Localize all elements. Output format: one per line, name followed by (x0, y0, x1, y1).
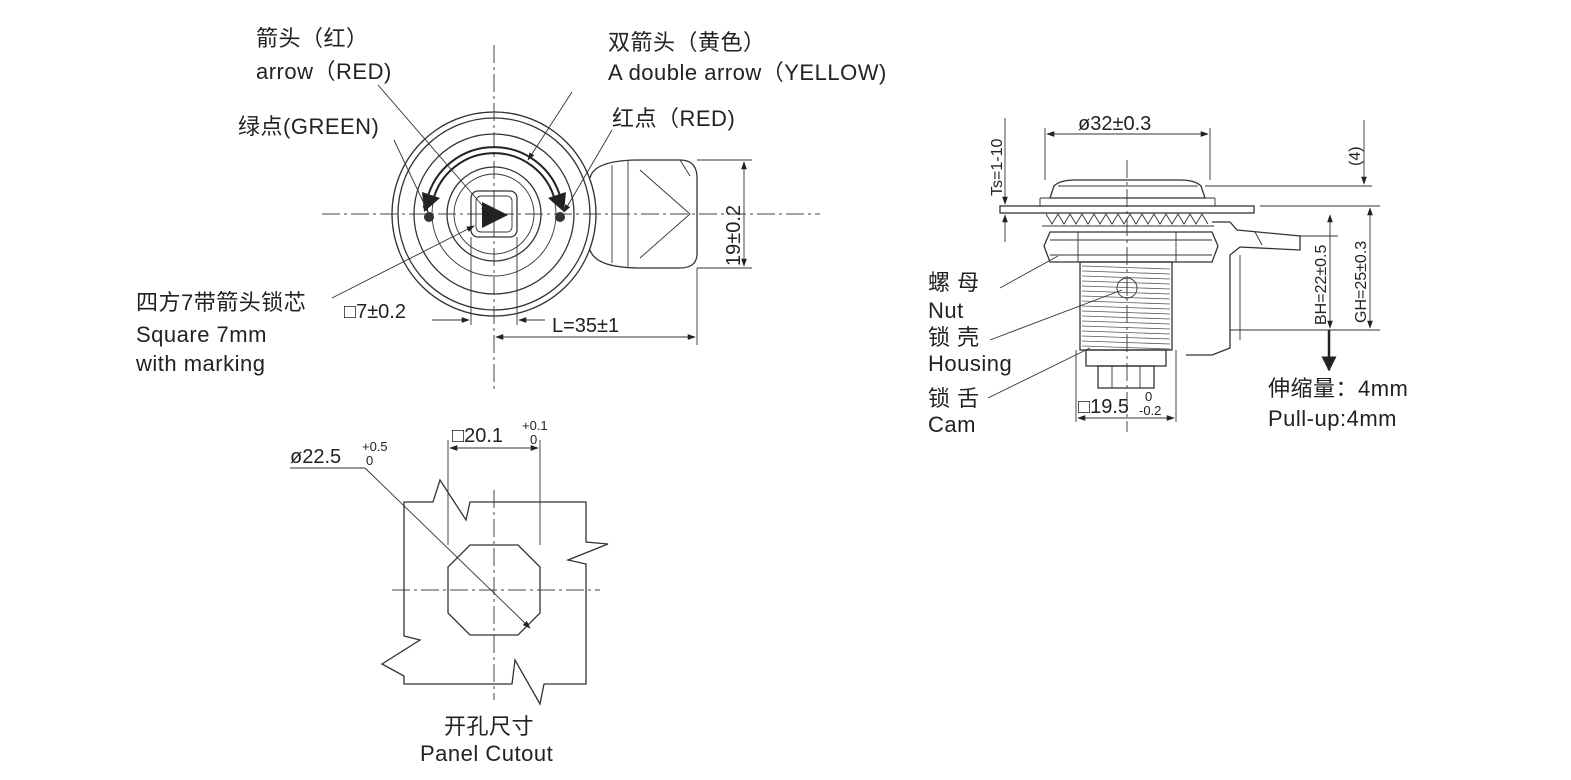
cutout-dim-square-tol-lower: 0 (530, 432, 537, 447)
thread-line (1081, 325, 1171, 330)
pull-label-en: Pull-up:4mm (1268, 406, 1397, 431)
nut (1043, 231, 1219, 263)
dim-square-19-5-tol-lower: -0.2 (1139, 403, 1161, 418)
thread-line (1081, 285, 1171, 290)
cutout-hole (447, 544, 541, 636)
side-view: ø32±0.3 Ts=1-10 (4) BH=22±0.5 GH=25±0.3 … (928, 113, 1408, 437)
cutout-dim-diameter-tol-upper: +0.5 (362, 439, 388, 454)
dim-diameter-32: ø32±0.3 (1078, 113, 1151, 135)
cutout-dim-diameter: ø22.5 (290, 446, 341, 468)
thread-line (1081, 345, 1171, 350)
bezel (1049, 179, 1206, 199)
thread-line (1081, 265, 1171, 270)
arrow-label-en: arrow（RED) (256, 59, 392, 84)
dim-ts: Ts=1-10 (989, 139, 1006, 196)
dim-square-19-5-tol-upper: 0 (1145, 389, 1152, 404)
pull-label-cn: 伸缩量：4mm (1268, 376, 1408, 401)
cutout-dim-square: □20.1 (452, 425, 503, 447)
thread-line (1081, 270, 1171, 275)
cutout-panel-outline (380, 478, 609, 706)
dim-height-19: 19±0.2 (723, 205, 745, 266)
red-dot-label: 红点（RED) (612, 106, 735, 131)
core-label-en-2: with marking (135, 351, 265, 376)
housing-label-cn: 锁 壳 (928, 325, 980, 350)
green-dot-label: 绿点(GREEN) (238, 114, 379, 139)
double-arrow-label-en: A double arrow（YELLOW) (608, 60, 887, 85)
cutout-title-en: Panel Cutout (420, 741, 553, 766)
dim-square-7: □7±0.2 (344, 301, 406, 323)
washer (1042, 212, 1214, 227)
thread-line (1081, 290, 1171, 295)
thread-line (1081, 275, 1171, 280)
thread-line (1081, 340, 1171, 345)
front-view: 19±0.2 L=35±1 □7±0.2 箭头（红） arrow（RED) 双箭… (135, 26, 887, 390)
nut-label-cn: 螺 母 (928, 270, 980, 295)
thread-line (1081, 300, 1171, 305)
dim-length-35: L=35±1 (552, 315, 619, 337)
cam-bracket (1186, 221, 1301, 356)
double-arrow-icon (422, 146, 566, 212)
dim-4: (4) (1347, 146, 1364, 166)
thread-line (1081, 305, 1171, 310)
panel-cutout: □20.1 +0.1 0 ø22.5 +0.5 0 开孔尺寸 Panel Cut… (290, 418, 609, 766)
core-label-cn: 四方7带箭头锁芯 (136, 290, 306, 315)
nut-label-en: Nut (928, 298, 964, 323)
core-label-en-1: Square 7mm (136, 322, 267, 347)
cutout-dim-square-tol-upper: +0.1 (522, 418, 548, 433)
double-arrow-label-cn: 双箭头（黄色） (608, 30, 766, 55)
cutout-title-cn: 开孔尺寸 (444, 714, 534, 739)
thread-line (1081, 335, 1171, 340)
green-dot-icon (424, 212, 434, 222)
dim-square-19-5: □19.5 (1078, 396, 1129, 418)
dim-bh: BH=22±0.5 (1313, 245, 1330, 325)
housing (1079, 261, 1173, 351)
cam-extension (589, 159, 698, 269)
thread-line (1081, 310, 1171, 315)
thread-line (1081, 315, 1171, 320)
cam (1085, 349, 1167, 389)
red-dot-icon (555, 212, 565, 222)
arrow-mark-icon (482, 202, 508, 228)
cam-label-cn: 锁 舌 (928, 386, 980, 411)
arrow-label-cn: 箭头（红） (256, 26, 369, 51)
dim-gh: GH=25±0.3 (1353, 241, 1370, 323)
thread-line (1081, 295, 1171, 300)
thread-line (1081, 280, 1171, 285)
thread-line (1081, 320, 1171, 325)
cam-label-en: Cam (928, 412, 976, 437)
housing-label-en: Housing (928, 351, 1012, 376)
cutout-dim-diameter-tol-lower: 0 (366, 453, 373, 468)
thread-line (1081, 330, 1171, 335)
